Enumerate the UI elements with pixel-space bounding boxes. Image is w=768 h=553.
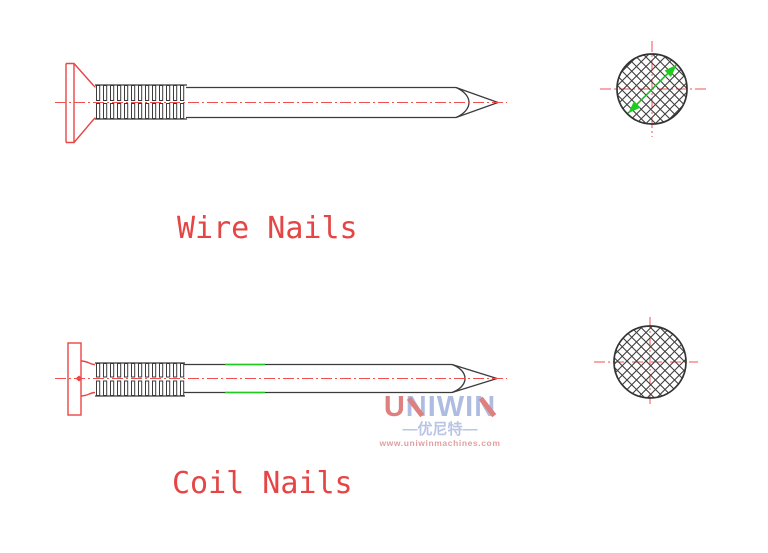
logo-letter: U: [383, 391, 406, 423]
logo-website-url: www.uniwinmachines.com: [379, 438, 501, 448]
logo-letter: I: [427, 391, 437, 423]
logo-chinese-tagline: —优尼特—: [402, 421, 478, 438]
uniwin-watermark-logo: UNIWIN —优尼特— www.uniwinmachines.com: [375, 391, 505, 449]
coil-nail-ring-band: [95, 363, 185, 396]
logo-letter: I: [465, 391, 475, 423]
coil-nails-label: Coil Nails: [172, 466, 353, 501]
shank-green-highlight: [225, 363, 265, 394]
wire-nails-label: Wire Nails: [177, 211, 358, 246]
logo-wordmark: UNIWIN: [375, 391, 505, 423]
coil-nail-drawing: [55, 342, 507, 416]
logo-letter: W: [436, 391, 466, 423]
wire-nail-drawing: [55, 62, 507, 144]
wire-nail-cross-section: [600, 41, 706, 137]
diameter-dimension-line: [628, 64, 677, 114]
coil-nail-cross-section: [594, 317, 698, 407]
